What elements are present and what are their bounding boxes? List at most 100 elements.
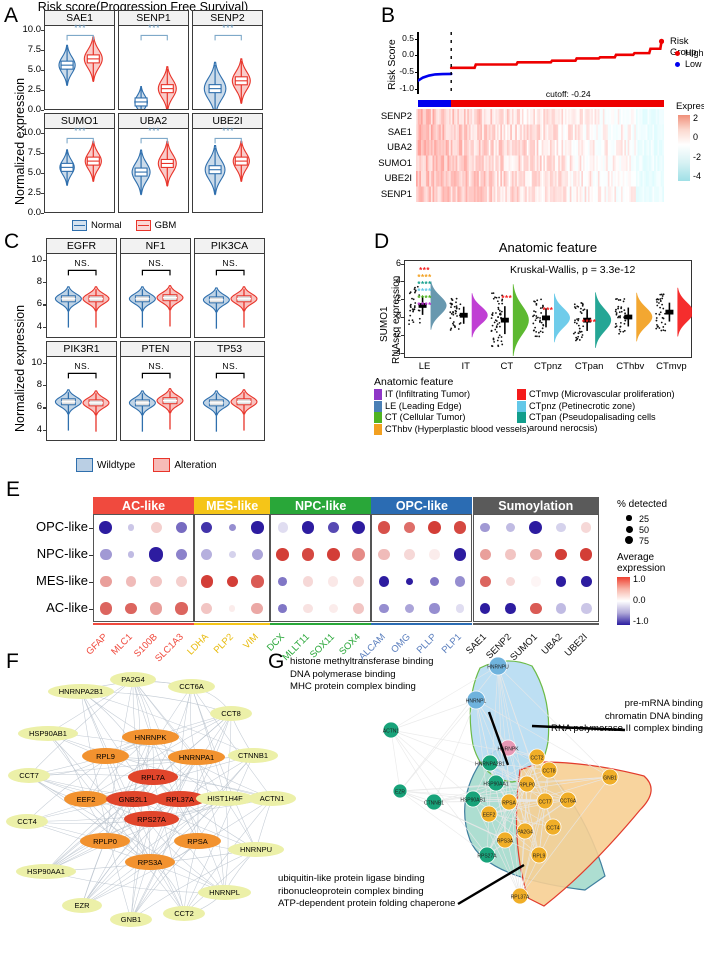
panel-c-tickmark	[43, 429, 46, 431]
panel-e-dot	[327, 548, 340, 561]
panel-b-colorbar-tick: 2	[693, 113, 699, 123]
svg-text:ACTN1: ACTN1	[383, 729, 400, 735]
panel-e-dot	[328, 576, 339, 587]
panel-a-tickmark	[41, 49, 44, 52]
panel-e-dot	[278, 577, 288, 586]
panel-c-violin-svg	[128, 372, 184, 432]
panel-a-violin-svg	[134, 34, 177, 109]
svg-text:HNRNPK: HNRNPK	[497, 747, 519, 753]
panel-a-facet: SENP1	[118, 10, 189, 110]
panel-a-tickmark	[41, 172, 44, 175]
panel-d-tickmark	[401, 263, 404, 265]
panel-a-legend-label: Normal	[91, 220, 122, 231]
panel-f-node: CCT4	[6, 814, 48, 829]
panel-e-dot	[201, 548, 213, 561]
panel-e-dot	[251, 521, 264, 534]
panel-f-node: CCT6A	[168, 679, 215, 694]
panel-f-node: HSP90AA1	[16, 864, 76, 879]
panel-c-ytick: 10	[31, 356, 42, 368]
panel-g-annotation-right: pre-mRNA binding	[624, 698, 703, 709]
panel-e-dot	[555, 576, 567, 587]
panel-e-size-legend-label: 75	[639, 536, 650, 546]
panel-c-significance: NS.	[222, 258, 238, 269]
panel-e-group-header-sumoylation: Sumoylation	[472, 497, 599, 514]
panel-e-dot	[404, 603, 414, 614]
panel-b-colorbar-tick: -4	[693, 171, 702, 181]
panel-c-tickmark	[43, 304, 46, 306]
panel-b-ytick: -0.5	[399, 66, 414, 77]
panel-e-dot	[378, 576, 389, 587]
panel-c-significance: NS.	[74, 258, 90, 269]
panel-e-dot	[479, 549, 491, 560]
panel-f-node: RPL9	[82, 748, 129, 764]
svg-text:PA2G4: PA2G4	[517, 830, 533, 836]
panel-e-dot	[529, 602, 542, 615]
panel-d-sig-mark: ****	[417, 273, 432, 282]
panel-f-node: RPS3A	[125, 854, 175, 870]
panel-e-dot	[405, 577, 413, 586]
panel-b-legend-label: Low	[685, 59, 702, 69]
panel-a-facet: UBE2I	[192, 113, 263, 213]
panel-a-ytick: 2.5	[27, 186, 41, 198]
panel-a-facet-body	[119, 26, 188, 109]
panel-e-axis-underline	[371, 623, 473, 625]
panel-e-dot	[556, 522, 566, 533]
panel-c-facet-body	[47, 254, 116, 337]
panel-f-node: HNRNPA1	[168, 749, 225, 765]
panel-c-facet-title: PIK3CA	[195, 239, 264, 254]
panel-a-tickmark	[41, 132, 44, 134]
panel-e-dot	[479, 576, 491, 587]
panel-c-facet: NF1	[120, 238, 191, 338]
svg-text:CCT2: CCT2	[530, 756, 543, 762]
panel-e-dot	[301, 521, 315, 534]
panel-a-facet-body	[119, 129, 188, 212]
panel-e-dot	[99, 575, 112, 588]
panel-e-dot	[277, 522, 288, 533]
panel-a-ytick: 10.0	[22, 23, 42, 35]
panel-f-node: HSP90AB1	[18, 726, 78, 741]
panel-d-legend-swatch	[517, 412, 526, 423]
panel-a-significance: ***	[74, 23, 87, 34]
panel-b-yaxis	[417, 32, 419, 94]
panel-e-dot	[352, 548, 365, 561]
panel-d-xtick: CTmvp	[656, 361, 687, 372]
panel-e-dot	[505, 603, 516, 614]
panel-e-dot	[228, 551, 236, 558]
panel-b-risk-score: Risk score(Progression Free Survival)Ris…	[0, 0, 704, 202]
panel-f-node: CCT8	[210, 706, 252, 721]
panel-e-dot	[251, 575, 264, 588]
panel-a-facet-title: SENP1	[119, 11, 188, 26]
panel-g-annotation-bottomleft: ubiquitin-like protein ligase binding	[278, 873, 425, 884]
panel-e-row-tick	[89, 527, 93, 529]
panel-c-tickmark	[43, 385, 46, 387]
panel-g-annotation-topleft: MHC protein complex binding	[290, 681, 416, 692]
panel-e-row-label: OPC-like	[35, 518, 88, 534]
panel-c-ytick: 6	[36, 401, 42, 413]
panel-e-dot	[378, 548, 390, 561]
panel-a-facet-title: UBE2I	[193, 114, 262, 129]
panel-c-facet-body	[195, 254, 264, 337]
panel-e-dot	[555, 603, 567, 614]
panel-e-dot	[529, 548, 542, 561]
panel-c-tickmark	[43, 259, 46, 261]
panel-g-annotation-right: RNA polymerase II complex binding	[551, 723, 703, 734]
panel-e-dot	[251, 548, 264, 561]
panel-d-legend-label: CThbv (Hyperplastic blood vessels)	[385, 423, 530, 434]
panel-d-tickmark	[401, 352, 404, 354]
panel-letter-d: D	[374, 230, 390, 253]
panel-d-legend-label: IT (Infiltrating Tumor)	[385, 389, 471, 399]
panel-c-facet: PIK3R1	[46, 341, 117, 441]
panel-letter-f: F	[6, 650, 19, 673]
panel-d-stat-text: Kruskal-Wallis, p = 3.3e-12	[510, 264, 636, 276]
svg-text:RPL37A: RPL37A	[511, 895, 530, 901]
panel-a-violin-svg	[204, 137, 250, 196]
panel-c-tickmark	[43, 407, 46, 409]
panel-b-colorbar	[678, 115, 690, 181]
panel-a-ytick: 7.5	[27, 43, 41, 55]
panel-f-node: CCT2	[163, 906, 205, 921]
panel-d-tickmark	[401, 334, 404, 336]
panel-e-dot	[453, 548, 466, 561]
panel-f-node: EZR	[62, 898, 102, 913]
panel-e-row-label: NPC-like	[36, 545, 88, 561]
panel-a-tickmark	[41, 213, 44, 215]
